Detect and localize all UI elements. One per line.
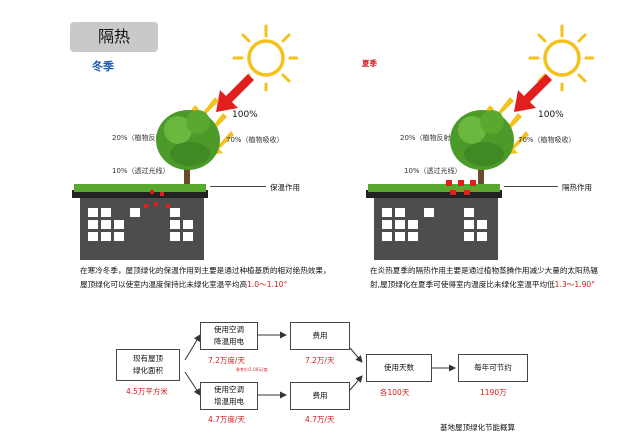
days-box: 使用天数 <box>366 354 432 382</box>
box-line: 费用 <box>312 331 328 340</box>
box-line: 使用空调 <box>214 385 244 394</box>
title-tag: 隔热 <box>70 22 158 52</box>
area-value: 4.5万平方米 <box>126 387 168 396</box>
absorb-label: 70%（植物吸收） <box>518 136 576 144</box>
cool-power-box: 使用空调 降温用电 <box>200 322 258 350</box>
sun-icon <box>232 24 298 92</box>
heat-power-value: 4.7万度/天 <box>208 415 245 424</box>
heat-cost-box: 费用 <box>290 382 350 410</box>
summer-label: 夏季 <box>362 59 377 68</box>
box-line: 每年可节约 <box>474 363 512 372</box>
transmit-label: 10%（透过光线） <box>404 167 462 175</box>
desc-text: 屋顶绿化可以使室内温度保持比未绿化室温平均高 <box>80 280 248 289</box>
saving-value: 1190万 <box>480 388 507 397</box>
building-icon <box>72 184 208 260</box>
tree-icon <box>156 110 220 188</box>
price-note: 参考价/1.00元/度 <box>236 367 268 372</box>
desc-value: 1.3～1.90° <box>554 280 596 289</box>
tree-icon <box>450 110 514 188</box>
summer-description: 在炎热夏季的隔热作用主要是通过植物蒸腾作用减少大量的太阳热辐 射,屋顶绿化在夏季… <box>370 264 620 292</box>
desc-line: 在炎热夏季的隔热作用主要是通过植物蒸腾作用减少大量的太阳热辐 <box>370 266 598 275</box>
cool-cost-box: 费用 <box>290 322 350 350</box>
title-text: 隔热 <box>97 27 130 46</box>
effect-label: 隔热作用 <box>562 183 592 192</box>
box-line: 增温用电 <box>214 397 244 406</box>
flow-arrows <box>184 331 456 399</box>
box-line: 现有屋顶 <box>133 354 163 363</box>
transmit-label: 10%（透过光线） <box>112 167 170 175</box>
leader-line <box>504 186 558 187</box>
desc-line: 在寒冷冬季，屋顶绿化的保温作用到主要是通过种植基质的相对绝热效果， <box>80 266 331 275</box>
box-line: 使用天数 <box>384 363 414 372</box>
absorb-label: 70%（植物吸收） <box>226 136 284 144</box>
saving-box: 每年可节约 <box>458 354 528 382</box>
cool-power-value: 7.2万度/天 <box>208 356 245 365</box>
winter-description: 在寒冷冬季，屋顶绿化的保温作用到主要是通过种植基质的相对绝热效果， 屋顶绿化可以… <box>80 264 350 292</box>
building-icon <box>366 180 502 260</box>
effect-label: 保温作用 <box>270 183 300 192</box>
desc-text: 射,屋顶绿化在夏季可使得室内温度比未绿化室温平均低 <box>370 280 555 289</box>
sunlight-arrow <box>514 74 552 112</box>
box-line: 绿化面积 <box>133 366 163 375</box>
area-box: 现有屋顶 绿化面积 <box>116 349 180 381</box>
box-line: 降温用电 <box>214 337 244 346</box>
sunlight-arrow <box>216 74 254 112</box>
desc-line: 屋顶绿化可以使室内温度保持比未绿化室温平均高1.0～1.10° <box>80 278 350 292</box>
box-line: 费用 <box>312 391 328 400</box>
winter-label: 冬季 <box>92 60 114 73</box>
desc-line: 射,屋顶绿化在夏季可使得室内温度比未绿化室温平均低1.3～1.90° <box>370 278 620 292</box>
reflect-label: 20%（植物反射） <box>112 134 170 142</box>
leader-line <box>210 186 266 187</box>
cool-cost-value: 7.2万/天 <box>305 356 335 365</box>
sun-percent: 100% <box>538 110 564 120</box>
heat-power-box: 使用空调 增温用电 <box>200 382 258 410</box>
box-line: 使用空调 <box>214 325 244 334</box>
sun-percent: 100% <box>232 110 258 120</box>
reflect-label: 20%（植物反射） <box>400 134 458 142</box>
days-value: 各100天 <box>380 388 410 397</box>
desc-value: 1.0～1.10° <box>247 280 288 289</box>
flow-caption: 基地屋顶绿化节能概算 <box>440 423 515 432</box>
heat-cost-value: 4.7万/天 <box>305 415 335 424</box>
sun-icon <box>528 24 594 92</box>
